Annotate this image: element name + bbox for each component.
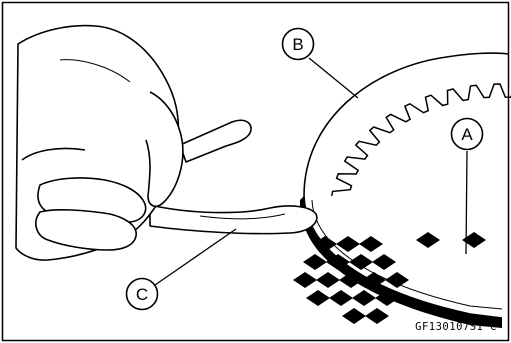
diamond-mark	[462, 232, 486, 248]
callout-c-label: C	[136, 285, 148, 304]
callout-b-label: B	[292, 35, 303, 54]
hand	[15, 24, 184, 261]
diamond-mark	[316, 272, 340, 288]
diamond-mark	[365, 308, 389, 324]
pliers	[149, 119, 318, 235]
diamond-mark	[303, 254, 327, 270]
diamond-grid	[293, 232, 486, 324]
diamond-mark	[329, 290, 353, 306]
diamond-mark	[349, 254, 373, 270]
diamond-mark	[372, 254, 396, 270]
leader-lines	[154, 57, 468, 286]
diamond-mark	[352, 290, 376, 306]
diamond-mark	[306, 290, 330, 306]
diamond-mark	[385, 272, 409, 288]
callout-c: C	[125, 277, 159, 311]
callout-a-label: A	[461, 125, 473, 144]
leader-line-a	[465, 150, 468, 255]
callout-b: B	[281, 27, 315, 61]
leader-line-c	[154, 228, 237, 286]
diamond-mark	[293, 272, 317, 288]
diamond-mark	[416, 232, 440, 248]
leader-line-b	[308, 57, 359, 99]
diamond-mark	[359, 236, 383, 252]
figure-code: GF130107S1 C	[415, 321, 497, 333]
callout-a: A	[450, 117, 484, 151]
diamond-mark	[336, 236, 360, 252]
diamond-mark	[342, 308, 366, 324]
plate-inner-teeth	[330, 83, 511, 197]
clutch-plate	[299, 52, 511, 328]
plate-outer-edge	[303, 52, 509, 197]
